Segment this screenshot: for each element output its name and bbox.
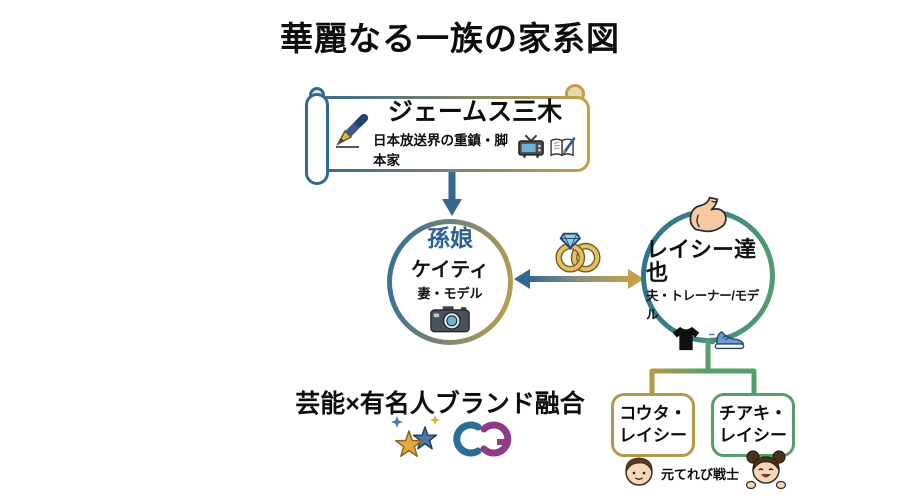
husband-role: 夫・トレーナー/モデル <box>646 289 759 323</box>
children-caption: 元てれび戦士 <box>600 450 810 497</box>
fountain-pen-icon <box>331 113 373 155</box>
child-node-chiaki: チアキ・ レイシー <box>711 393 795 457</box>
flexed-biceps-icon <box>686 195 730 238</box>
boy-face-icon <box>622 454 656 493</box>
relation-label: 孫娘 <box>427 225 473 252</box>
double-headed-arrow-icon <box>514 269 644 294</box>
page-title: 華麗なる一族の家系図 <box>280 20 620 57</box>
granddaughter-role: 妻・モデル <box>417 285 483 301</box>
patriarch-banner: ジェームス三木 日本放送界の重鎮・脚本家 <box>314 96 590 172</box>
husband-node: レイシー達也 夫・トレーナー/モデル <box>641 196 775 351</box>
wedding-rings-icon <box>550 226 604 279</box>
granddaughter-node: 孫娘 ケイティ 妻・モデル <box>387 219 513 345</box>
child-name-line: チアキ・ <box>719 403 787 423</box>
descent-arrow-icon <box>439 168 465 223</box>
tshirt-icon <box>671 325 701 357</box>
book-and-pen-icon <box>549 136 577 163</box>
brand-caption: 芸能×有名人ブランド融合 <box>295 390 585 418</box>
scroll-roll-left <box>305 93 329 185</box>
gg-brand-logo-icon <box>450 417 512 466</box>
tv-icon <box>517 134 545 164</box>
patriarch-name: ジェームス三木 <box>387 97 563 126</box>
patriarch-subtitle: 日本放送界の重鎮・脚本家 <box>373 133 508 169</box>
child-name-line: レイシー <box>719 426 787 445</box>
camera-icon <box>430 305 470 338</box>
child-name-line: レイシー <box>619 426 687 445</box>
husband-name: レイシー達也 <box>646 236 757 285</box>
children-branch-lines <box>600 338 800 405</box>
granddaughter-name: ケイティ <box>411 258 489 281</box>
child-node-kouta: コウタ・ レイシー <box>611 393 695 457</box>
child-name-line: コウタ・ <box>619 403 687 423</box>
children-caption-label: 元てれび戦士 <box>660 467 739 482</box>
girl-face-icon <box>744 450 788 497</box>
glowing-stars-icon <box>388 414 446 469</box>
sneaker-icon <box>709 327 745 356</box>
